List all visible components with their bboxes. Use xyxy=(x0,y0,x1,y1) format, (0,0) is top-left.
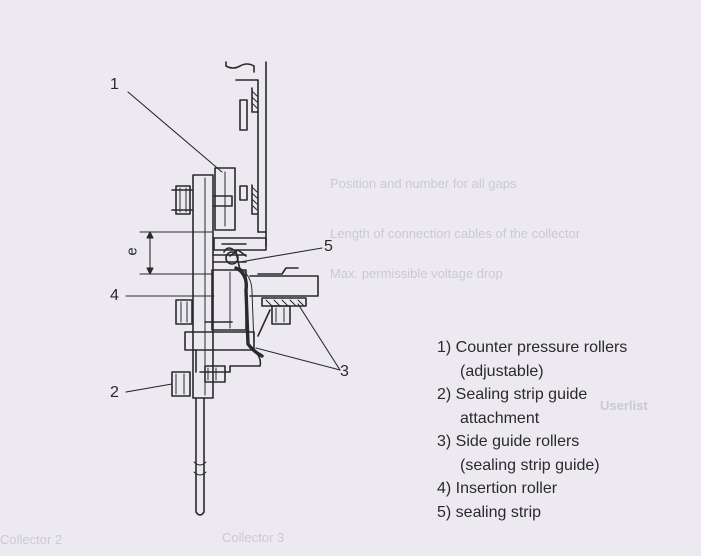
legend-item-5: 5) sealing strip xyxy=(437,503,542,521)
callout-1: 1 xyxy=(110,76,119,93)
leader-2 xyxy=(125,383,173,393)
callout-2: 2 xyxy=(110,384,119,401)
callout-3: 3 xyxy=(340,363,349,380)
callout-4: 4 xyxy=(110,287,119,304)
callout-5: 5 xyxy=(324,238,333,255)
legend-item-3: 3) Side guide rollers xyxy=(437,433,580,450)
background-text-1: Position and number for all gaps xyxy=(330,176,517,191)
upper-bolt xyxy=(171,185,233,215)
background-text-5: Collector 2 xyxy=(0,532,63,547)
legend-item-1: 1) Counter pressure rollers xyxy=(437,339,628,356)
sealing-strip xyxy=(234,266,264,358)
rail-bottom xyxy=(213,237,267,257)
support-rod xyxy=(193,397,207,516)
leader-1 xyxy=(127,91,223,173)
background-text-2: Length of connection cables of the colle… xyxy=(330,226,581,241)
background-text-6: Collector 3 xyxy=(222,530,285,545)
counter-pressure-roller xyxy=(214,167,236,231)
background-text-3: Max. permissible voltage drop xyxy=(330,266,503,281)
profile-rail xyxy=(225,61,267,247)
legend-item-2-cont: attachment xyxy=(460,409,540,427)
leader-lines xyxy=(125,91,341,393)
legend: 1) Counter pressure rollers (adjustable)… xyxy=(437,336,627,524)
legend-item-4: 4) Insertion roller xyxy=(437,480,558,497)
legend-item-3-cont: (sealing strip guide) xyxy=(460,456,600,474)
bracket-plate xyxy=(192,174,247,399)
middle-bolt xyxy=(175,299,233,325)
side-guide-rollers xyxy=(249,267,319,337)
leader-3a xyxy=(297,303,341,371)
leader-5 xyxy=(239,247,323,263)
legend-item-2: 2) Sealing strip guide xyxy=(437,386,588,403)
background-text-4: Userlist xyxy=(600,398,648,413)
legend-item-1-cont: (adjustable) xyxy=(460,362,544,380)
dimension-label-e: e xyxy=(123,247,141,256)
leader-3b xyxy=(255,347,341,371)
dimension-e xyxy=(139,231,213,275)
insertion-roller xyxy=(211,247,247,331)
